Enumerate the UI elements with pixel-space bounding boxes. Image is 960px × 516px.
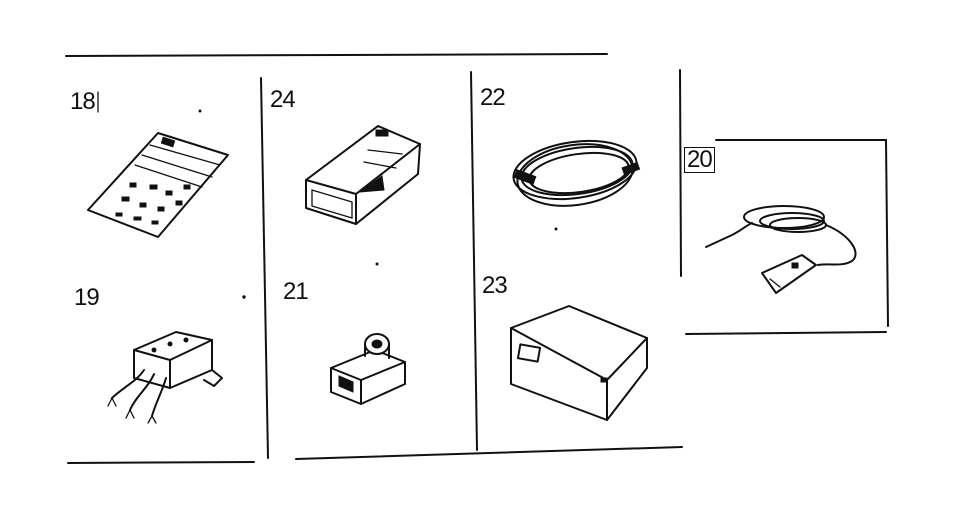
plug-adapter-icon bbox=[330, 333, 406, 405]
battery-pack-icon bbox=[305, 125, 421, 225]
part-number-23: 23 bbox=[482, 272, 508, 299]
instruction-card-icon bbox=[87, 132, 229, 238]
earphone-cord-icon bbox=[705, 205, 857, 294]
part-number-19: 19 bbox=[74, 284, 100, 311]
part-number-20: 20 bbox=[684, 147, 715, 173]
part-number-22: 22 bbox=[480, 84, 506, 111]
storage-box-icon bbox=[510, 305, 648, 421]
part-number-18: 18 bbox=[70, 88, 96, 115]
coiled-cable-icon bbox=[512, 139, 641, 207]
junction-box-icon bbox=[107, 331, 223, 424]
part-number-21: 21 bbox=[283, 278, 309, 305]
part-number-24: 24 bbox=[270, 86, 296, 113]
